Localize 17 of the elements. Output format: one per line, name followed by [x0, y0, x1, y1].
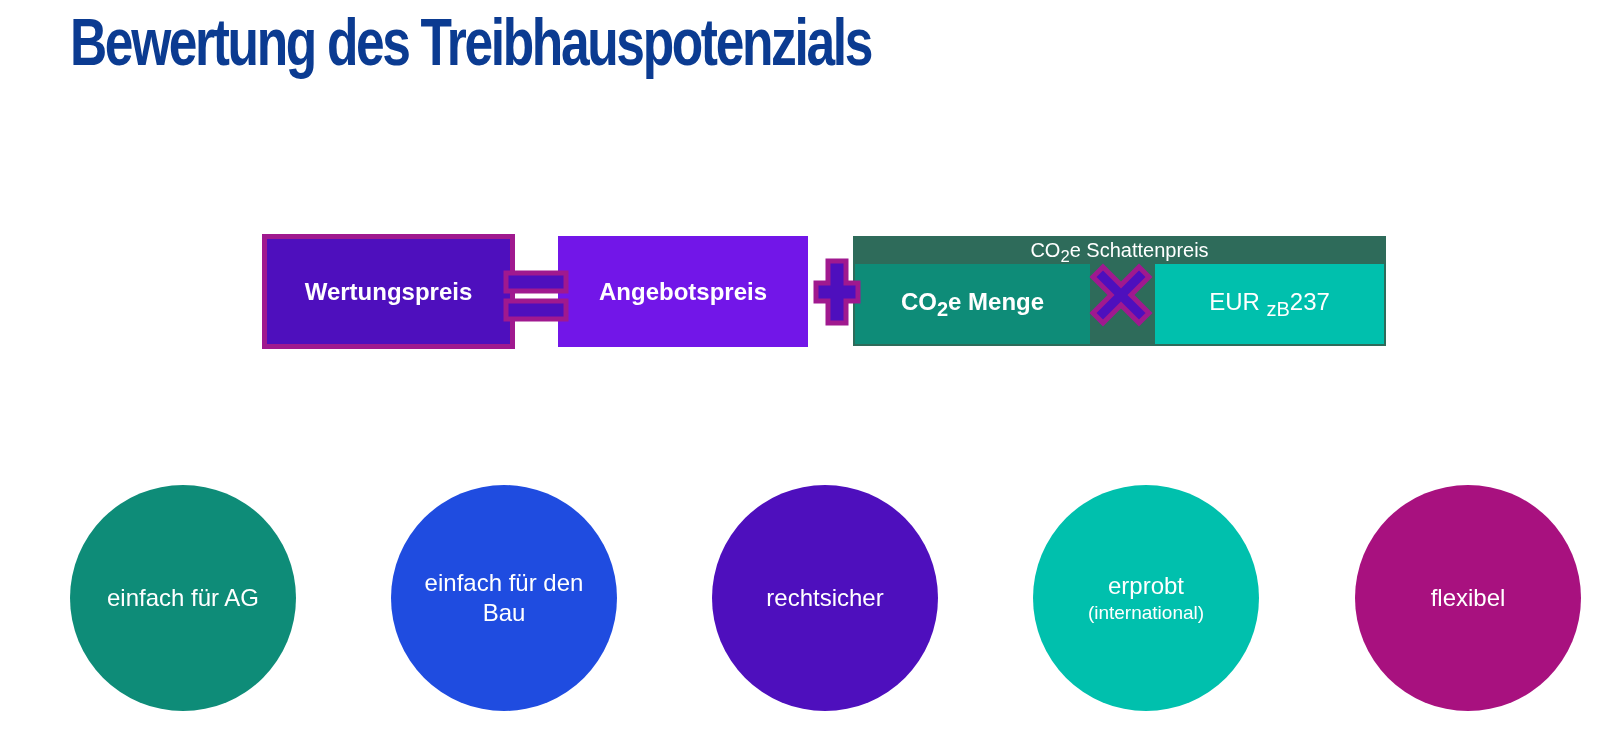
group-box [853, 236, 1386, 346]
node-label: erprobt [1107, 571, 1184, 602]
title: Bewertung des Treibhauspotenzials [70, 4, 871, 80]
node-label: einfach für den Bau [424, 568, 584, 628]
node-label: CO$_{2}$e Menge [900, 286, 1045, 322]
node-label: Wertungspreis [304, 276, 473, 307]
price-box [1155, 264, 1384, 344]
quantity-box [855, 264, 1090, 344]
result-box [262, 234, 515, 349]
node-label: einfach für AG [106, 583, 260, 613]
group-title: CO$_{2}$e Schattenpreis [1030, 238, 1209, 268]
node-label: (international) [1087, 601, 1205, 625]
node-label: Angebotspreis [599, 276, 767, 307]
price-box [558, 236, 808, 347]
node-label: rechtsicher [766, 583, 884, 613]
node-label: EUR $_{zB}$237 [1209, 286, 1330, 322]
node-label: flexibel [1430, 583, 1506, 613]
